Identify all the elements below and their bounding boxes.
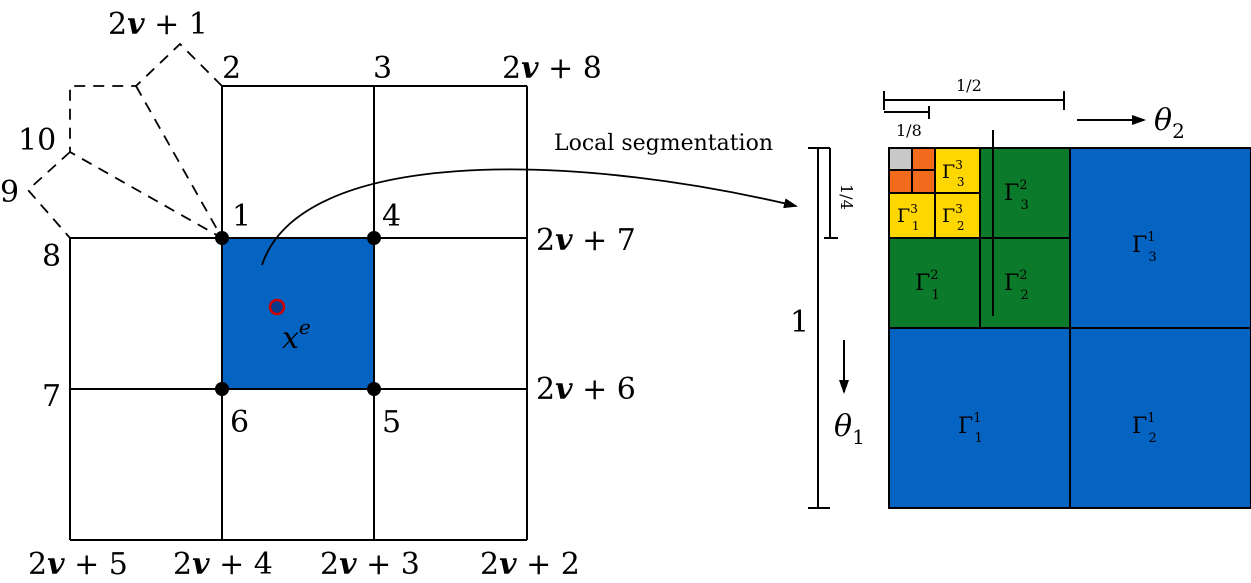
v-label-2: 2v + 2 <box>480 547 580 582</box>
theta2-label: θ2 <box>1154 103 1185 143</box>
node-1-dot <box>215 231 229 245</box>
region-level4-top-right <box>912 148 935 170</box>
node-label-6: 6 <box>230 405 249 440</box>
region-gamma-3-3 <box>935 148 980 193</box>
region-gamma-3-2 <box>980 148 1070 238</box>
node-label-8: 8 <box>42 239 61 274</box>
central-element <box>222 238 374 389</box>
v-label-8: 2v + 8 <box>502 51 602 86</box>
segmentation-arrow: Local segmentation <box>261 131 798 266</box>
theta-arrows <box>839 115 1146 394</box>
region-gamma-2-1 <box>1070 328 1251 508</box>
node-label-9: 9 <box>0 175 19 210</box>
point-xe-marker <box>268 298 286 316</box>
node-label-3: 3 <box>373 51 392 86</box>
region-gamma-1-2 <box>889 238 980 328</box>
v-label-4: 2v + 4 <box>173 547 273 582</box>
dim-one-label: 1 <box>790 305 809 340</box>
dim-eighth-label: 1/8 <box>896 121 922 140</box>
region-gamma-1-3 <box>889 193 935 238</box>
partition-lines <box>888 130 1251 509</box>
dimension-markers <box>808 91 1065 509</box>
node-4-dot <box>367 231 381 245</box>
node-labels: 1 2 3 4 5 6 7 8 9 10 <box>0 51 401 440</box>
region-level4-bottom-right <box>912 170 935 193</box>
region-gamma-3-1 <box>1070 148 1251 328</box>
region-gamma-1-1 <box>889 328 1070 508</box>
v-label-6: 2v + 6 <box>536 372 636 407</box>
node-label-10: 10 <box>18 123 56 158</box>
node-label-1: 1 <box>232 199 251 234</box>
dim-quarter-label: 1/4 <box>837 184 856 210</box>
region-level5-corner <box>889 148 912 170</box>
v-label-1: 2v + 1 <box>108 7 208 42</box>
left-mesh: xe 1 2 3 4 5 6 7 8 9 10 2v + 1 2v + 8 2v… <box>0 7 636 582</box>
node-label-5: 5 <box>382 405 401 440</box>
arrow-label: Local segmentation <box>554 131 773 156</box>
mesh-grid-lines <box>69 85 528 541</box>
dim-half-label: 1/2 <box>956 76 982 95</box>
region-gamma-2-3 <box>935 193 980 238</box>
v-labels: 2v + 1 2v + 8 2v + 7 2v + 6 2v + 5 2v + … <box>28 7 636 582</box>
dashed-neighbour-lines <box>26 42 223 239</box>
node-6-dot <box>215 382 229 396</box>
node-label-7: 7 <box>42 379 61 414</box>
mesh-nodes <box>215 231 381 396</box>
v-label-7: 2v + 7 <box>536 223 636 258</box>
node-label-4: 4 <box>382 199 401 234</box>
node-label-2: 2 <box>222 51 241 86</box>
v-label-5: 2v + 5 <box>28 547 128 582</box>
node-5-dot <box>367 382 381 396</box>
point-xe-label: xe <box>282 315 311 356</box>
region-level4-bottom-left <box>889 170 912 193</box>
theta1-label: θ1 <box>834 409 865 449</box>
region-gamma-2-2 <box>980 238 1070 328</box>
v-label-3: 2v + 3 <box>320 547 420 582</box>
